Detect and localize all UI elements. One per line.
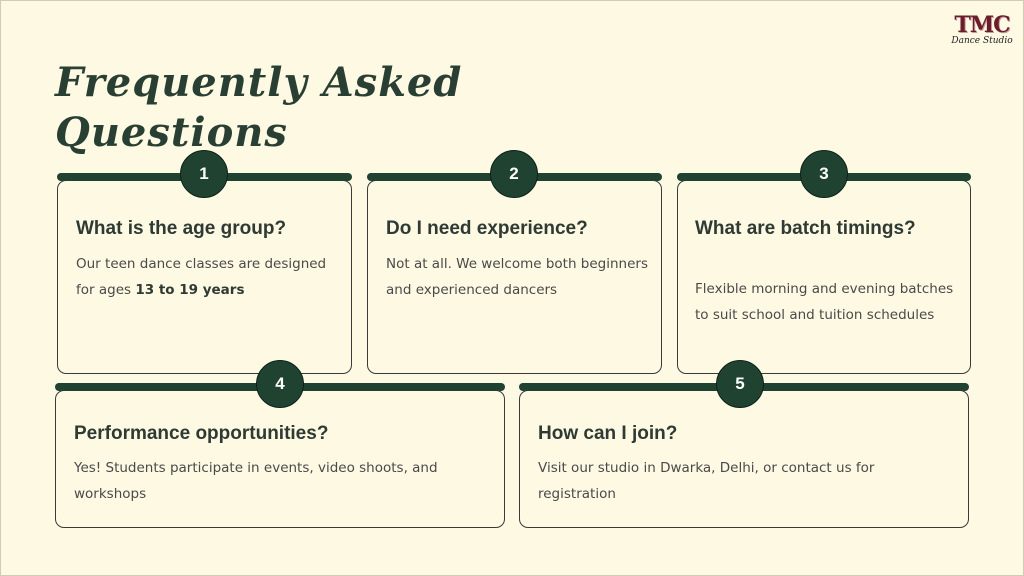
studio-logo: TMC Dance Studio xyxy=(950,14,1014,50)
faq-number-badge-1: 1 xyxy=(180,150,228,198)
faq-question-4: Performance opportunities? xyxy=(74,423,329,444)
faq-answer-5: Visit our studio in Dwarka, Delhi, or co… xyxy=(538,460,875,502)
page-title: Frequently Asked Questions xyxy=(55,59,463,156)
faq-question-1: What is the age group? xyxy=(76,218,287,239)
logo-subtitle: Dance Studio xyxy=(951,36,1013,46)
faq-card-1 xyxy=(57,180,352,374)
faq-number-badge-5: 5 xyxy=(716,360,764,408)
faq-answer-1: Our teen dance classes are designed for … xyxy=(76,256,327,298)
faq-number-badge-3: 3 xyxy=(800,150,848,198)
faq-number-badge-2: 2 xyxy=(490,150,538,198)
faq-question-5: How can I join? xyxy=(538,423,678,444)
faq-card-4 xyxy=(55,390,505,528)
faq-answer-1-highlight: 13 to 19 years xyxy=(135,282,245,298)
faq-question-2: Do I need experience? xyxy=(386,218,588,239)
faq-answer-2: Not at all. We welcome both beginners an… xyxy=(386,256,649,298)
faq-answer-4: Yes! Students participate in events, vid… xyxy=(74,460,438,502)
faq-answer-3: Flexible morning and evening batches to … xyxy=(695,281,954,323)
faq-card-2 xyxy=(367,180,662,374)
logo-mark: TMC xyxy=(954,12,1010,38)
faq-question-3: What are batch timings? xyxy=(695,218,916,239)
faq-number-badge-4: 4 xyxy=(256,360,304,408)
